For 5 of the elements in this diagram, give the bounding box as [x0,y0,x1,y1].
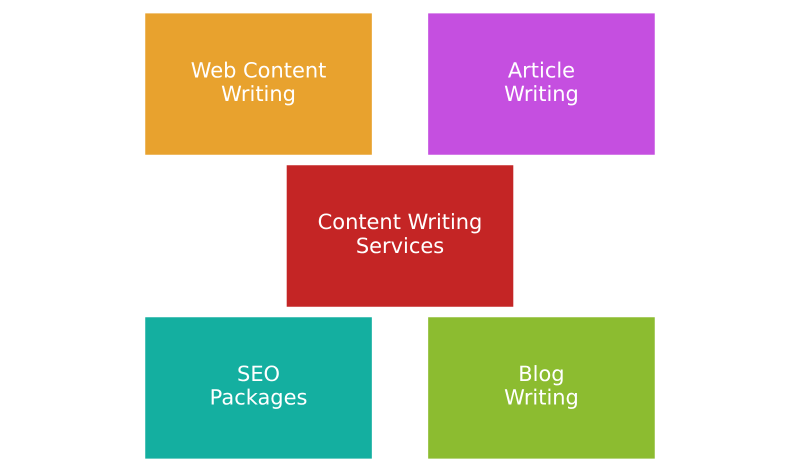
node-box: SEO Packages [145,317,372,459]
node-box: Article Writing [428,13,655,155]
node-box: Web Content Writing [145,13,372,155]
node-box: Content Writing Services [286,165,514,307]
node-box: Blog Writing [428,317,655,459]
